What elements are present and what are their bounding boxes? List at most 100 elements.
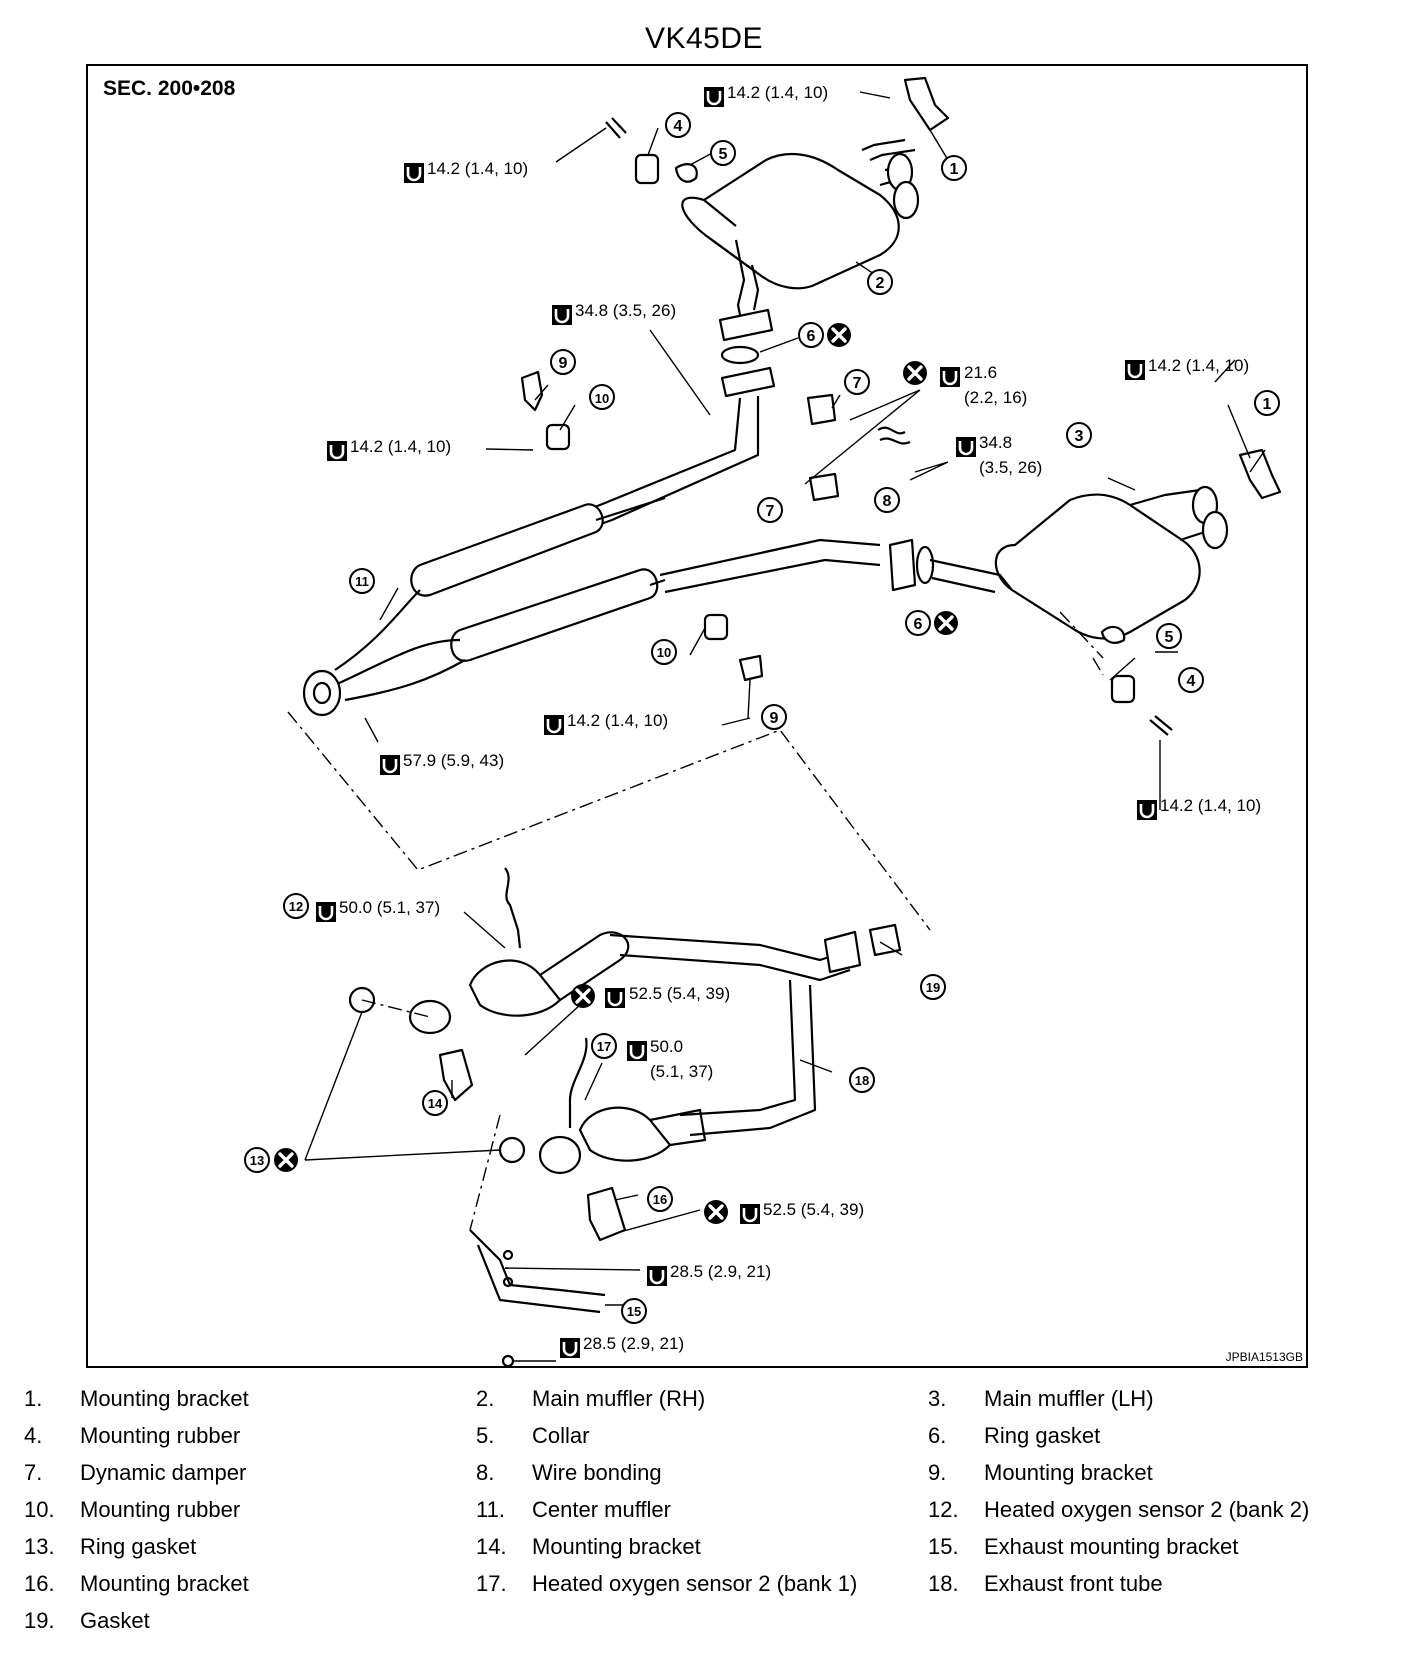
svg-text:11: 11 xyxy=(355,574,369,589)
exhaust-mounting-bracket-15 xyxy=(469,1229,606,1314)
svg-text:4: 4 xyxy=(674,118,683,135)
mounting-bracket-1-upper xyxy=(903,76,950,132)
callout-3: 3 xyxy=(1066,422,1092,448)
svg-text:10: 10 xyxy=(595,391,609,406)
lh-flange xyxy=(888,538,917,592)
bolt-lower xyxy=(1149,715,1173,736)
exhaust-system-diagram: SEC. 200•208 JPBIA1513GB xyxy=(103,76,1303,1368)
exhaust-parts xyxy=(302,76,1282,1368)
heated-oxygen-sensor-2-bank-1 xyxy=(568,1037,588,1128)
callout-19: 19 xyxy=(920,974,946,1000)
do-not-reuse-icon xyxy=(901,359,929,387)
mounting-rubber-4-lower xyxy=(1110,674,1136,704)
callout-numbers: 1 1 2 3 4 4 5 5 6 6 7 7 8 9 9 10 10 11 1… xyxy=(244,112,1280,1324)
svg-text:3: 3 xyxy=(1075,428,1084,445)
do-not-reuse-icon xyxy=(932,609,960,637)
callout-16: 16 xyxy=(647,1186,673,1212)
torque-wrench-icons xyxy=(314,85,1159,1360)
torque-wrench-icon xyxy=(645,1264,669,1288)
torque-wrench-icon xyxy=(314,900,338,924)
leader-lines xyxy=(304,91,1266,1362)
torque-label: 50.0 xyxy=(650,1037,683,1056)
torque-wrench-icon xyxy=(378,753,402,777)
callout-4: 4 xyxy=(1178,667,1204,693)
torque-label: 52.5 (5.4, 39) xyxy=(763,1200,864,1219)
svg-text:8: 8 xyxy=(883,493,892,510)
callout-4: 4 xyxy=(665,112,691,138)
mounting-bracket-14 xyxy=(438,1048,474,1102)
callout-17: 17 xyxy=(591,1033,617,1059)
torque-wrench-icon xyxy=(603,986,627,1010)
callout-1: 1 xyxy=(941,155,967,181)
torque-wrench-icon xyxy=(738,1202,762,1226)
torque-label: 28.5 (2.9, 21) xyxy=(583,1334,684,1353)
callout-9: 9 xyxy=(550,349,576,375)
callout-11: 11 xyxy=(349,568,375,594)
callout-5: 5 xyxy=(710,140,736,166)
torque-label: 14.2 (1.4, 10) xyxy=(427,159,528,178)
ring-gasket-6-upper xyxy=(720,345,760,365)
mounting-rubber-4-upper xyxy=(634,153,660,185)
ring-gasket-6-lower xyxy=(915,545,935,585)
gasket-19 xyxy=(868,923,902,957)
mounting-rubber-10-lower xyxy=(703,613,729,641)
svg-text:19: 19 xyxy=(926,980,940,995)
callout-9: 9 xyxy=(761,704,787,730)
torque-wrench-icon xyxy=(702,85,726,109)
torque-label: 14.2 (1.4, 10) xyxy=(1160,796,1261,815)
svg-text:4: 4 xyxy=(1187,673,1196,690)
callout-8: 8 xyxy=(874,487,900,513)
nut-15a xyxy=(502,1249,514,1261)
svg-text:6: 6 xyxy=(914,616,923,633)
svg-text:13: 13 xyxy=(250,1153,264,1168)
torque-label: 14.2 (1.4, 10) xyxy=(567,711,668,730)
torque-label: (3.5, 26) xyxy=(979,458,1042,477)
mounting-bracket-9-upper xyxy=(520,370,544,412)
mounting-bracket-16 xyxy=(586,1186,627,1242)
svg-text:1: 1 xyxy=(1263,396,1272,413)
section-label: SEC. 200•208 xyxy=(103,77,236,100)
svg-text:17: 17 xyxy=(597,1039,611,1054)
main-muffler-lh xyxy=(929,485,1229,640)
torque-label: 21.6 xyxy=(964,363,997,382)
dashed-links xyxy=(287,611,1104,1231)
callout-13: 13 xyxy=(244,1147,270,1173)
svg-text:14: 14 xyxy=(428,1096,443,1111)
callout-14: 14 xyxy=(422,1090,448,1116)
svg-text:16: 16 xyxy=(653,1192,667,1207)
torque-label: (5.1, 37) xyxy=(650,1062,713,1081)
svg-text:5: 5 xyxy=(719,146,728,163)
torque-label: 34.8 xyxy=(979,433,1012,452)
torque-wrench-icon xyxy=(625,1039,649,1063)
torque-label: 34.8 (3.5, 26) xyxy=(575,301,676,320)
svg-text:6: 6 xyxy=(807,328,816,345)
callout-7: 7 xyxy=(844,369,870,395)
mounting-bracket-1-lower xyxy=(1238,448,1282,500)
collar-5-upper xyxy=(674,163,698,183)
torque-wrench-icon xyxy=(938,365,962,389)
torque-wrench-icon xyxy=(954,435,978,459)
callout-5: 5 xyxy=(1156,623,1182,649)
svg-text:18: 18 xyxy=(855,1073,869,1088)
exhaust-front-tube xyxy=(408,930,862,1175)
figure-id: JPBIA1513GB xyxy=(1226,1350,1303,1364)
svg-text:7: 7 xyxy=(853,375,862,392)
callout-6: 6 xyxy=(798,322,824,348)
mounting-bracket-9-lower xyxy=(738,654,764,682)
rh-flange-upper xyxy=(718,308,774,342)
svg-text:15: 15 xyxy=(627,1304,641,1319)
svg-text:2: 2 xyxy=(876,275,885,292)
do-not-reuse-icon xyxy=(569,982,597,1010)
do-not-reuse-icon xyxy=(272,1146,300,1174)
do-not-reuse-icon xyxy=(825,321,853,349)
torque-wrench-icon xyxy=(550,303,574,327)
svg-text:10: 10 xyxy=(657,645,671,660)
torque-wrench-icon xyxy=(402,161,426,185)
svg-text:1: 1 xyxy=(950,161,959,178)
callout-15: 15 xyxy=(621,1298,647,1324)
svg-text:7: 7 xyxy=(766,503,775,520)
svg-text:5: 5 xyxy=(1165,629,1174,646)
rh-flange-lower xyxy=(720,366,776,398)
torque-label: (2.2, 16) xyxy=(964,388,1027,407)
wire-bonding-8 xyxy=(877,426,911,445)
